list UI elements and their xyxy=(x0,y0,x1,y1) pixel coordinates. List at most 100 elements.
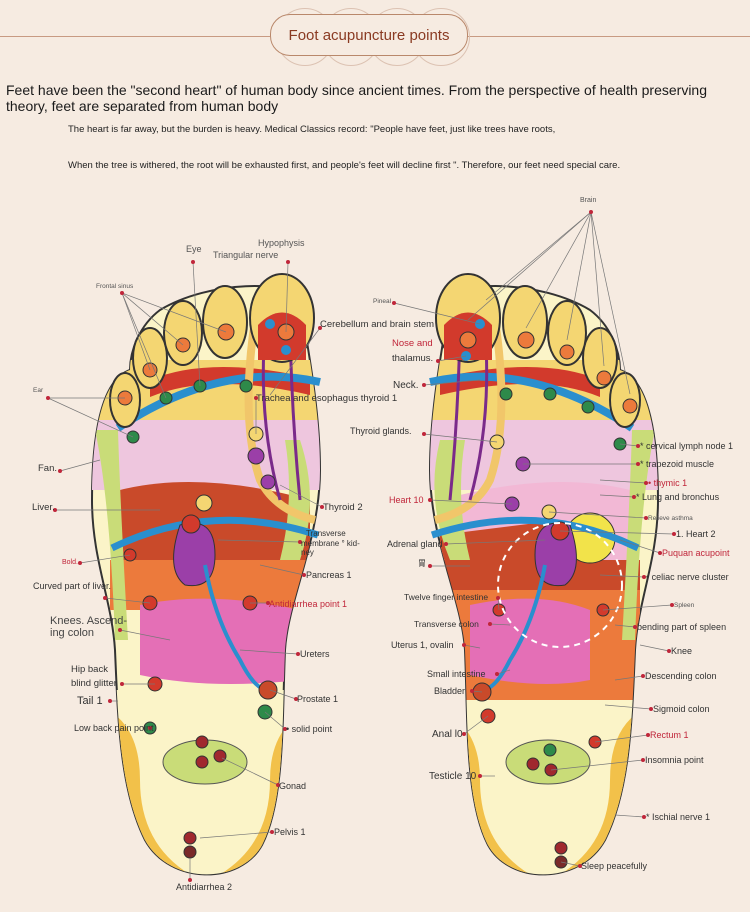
label-marker-dot xyxy=(428,564,432,568)
leader-line xyxy=(192,261,201,387)
left-foot-label: Tail 1 xyxy=(77,695,103,707)
left-point-gonad-1 xyxy=(195,735,209,749)
right-foot-label: Nose and xyxy=(392,338,433,349)
left-foot-label: Trachea and esophagus thyroid 1 xyxy=(256,393,397,404)
right-foot-label: Anal l0 xyxy=(432,729,463,740)
leader-line xyxy=(239,649,299,655)
label-marker-dot xyxy=(462,643,466,647)
right-foot-label: thalamus. xyxy=(392,353,433,364)
left-shoulder-band xyxy=(115,372,321,432)
left-foot-label: ney xyxy=(301,548,314,557)
leader-line xyxy=(259,564,305,576)
label-marker-dot xyxy=(444,542,448,546)
label-marker-dot xyxy=(103,596,107,600)
label-marker-dot xyxy=(266,601,270,605)
left-point-gonad-2 xyxy=(213,749,227,763)
label-marker-dot xyxy=(636,462,640,466)
label-marker-dot xyxy=(462,732,466,736)
left-point-transverse xyxy=(181,514,201,534)
label-marker-dot xyxy=(270,830,274,834)
label-marker-dot xyxy=(188,878,192,882)
left-foot-label: Frontal sinus xyxy=(96,283,134,290)
right-foot-label: 1. Heart 2 xyxy=(676,529,716,539)
left-foot-label: ing colon xyxy=(50,627,94,639)
right-foot-label: • celiac nerve cluster xyxy=(646,572,729,582)
label-marker-dot xyxy=(283,727,287,731)
label-marker-dot xyxy=(254,396,258,400)
label-marker-dot xyxy=(642,575,646,579)
label-marker-dot xyxy=(320,505,324,509)
right-foot-label: * cervical lymph node 1 xyxy=(640,441,733,451)
leader-line xyxy=(599,574,645,578)
leader-line xyxy=(47,397,134,438)
leader-line xyxy=(119,629,171,641)
left-point-liver xyxy=(195,494,213,512)
leader-line xyxy=(599,479,647,484)
right-point-neck xyxy=(499,387,513,401)
label-marker-dot xyxy=(46,396,50,400)
left-foot-label: Gonad xyxy=(279,781,306,791)
leader-line xyxy=(594,734,649,743)
right-foot-label: Twelve finger intestine xyxy=(404,592,488,602)
right-foot-label: Puquan acupoint xyxy=(662,548,730,558)
label-marker-dot xyxy=(658,551,662,555)
right-shoulder-band xyxy=(429,372,635,432)
right-foot-label: Brain xyxy=(580,197,596,204)
right-foot xyxy=(428,273,660,876)
right-foot-label: Sigmoid colon xyxy=(653,704,710,714)
left-foot-label: Antidiarrhea 2 xyxy=(176,882,232,892)
leader-line xyxy=(559,530,675,535)
right-foot-label: • thymic 1 xyxy=(648,478,687,488)
left-foot-label: Triangular nerve xyxy=(213,250,278,260)
label-marker-dot xyxy=(667,649,671,653)
leader-line xyxy=(525,211,592,329)
right-foot-label: Testicle 10 xyxy=(429,771,477,782)
label-marker-dot xyxy=(191,260,195,264)
label-marker-dot xyxy=(276,783,280,787)
left-foot-label: Ureters xyxy=(300,649,330,659)
left-toe-3 xyxy=(163,300,203,366)
leader-line xyxy=(463,644,481,649)
leader-line xyxy=(550,759,644,771)
right-foot-label: 胃 xyxy=(418,559,426,568)
header-line-left xyxy=(0,36,270,37)
leader-line xyxy=(285,261,289,333)
leader-line xyxy=(393,302,481,325)
label-marker-dot xyxy=(436,359,440,363)
left-point-cerebellum xyxy=(265,319,275,329)
left-point-brain xyxy=(281,345,291,355)
right-point-insomnia-2 xyxy=(526,757,540,771)
leader-line xyxy=(604,704,652,710)
label-marker-dot xyxy=(495,672,499,676)
label-marker-dot xyxy=(644,516,648,520)
right-foot-label: * Lung and bronchus xyxy=(636,492,720,502)
label-marker-dot xyxy=(120,291,124,295)
leader-line xyxy=(463,715,489,735)
leader-line xyxy=(602,604,673,611)
leader-line xyxy=(619,539,661,554)
left-foot-label: Thyroid 2 xyxy=(323,502,363,513)
leader-line xyxy=(79,554,131,564)
left-point-esophagus xyxy=(247,447,265,465)
left-point-gonad-3 xyxy=(195,755,209,769)
left-foot-label: Low back pain point xyxy=(74,723,154,733)
right-thyroid-band xyxy=(433,319,506,524)
left-point-heel xyxy=(183,845,197,859)
right-foot-label: Insomnia point xyxy=(645,755,704,765)
leader-line xyxy=(445,539,546,545)
leader-line xyxy=(59,459,101,472)
label-marker-dot xyxy=(108,699,112,703)
left-foot-label: Hip back xyxy=(71,664,108,675)
leader-line xyxy=(199,831,273,839)
right-point-brain-2 xyxy=(517,331,535,349)
leader-line xyxy=(614,675,644,681)
left-point-triangular xyxy=(239,379,253,393)
label-marker-dot xyxy=(641,758,645,762)
label-marker-dot xyxy=(633,625,637,629)
leader-line xyxy=(485,211,592,301)
leader-line xyxy=(217,539,301,543)
right-celiac-dashed-ring xyxy=(497,522,623,648)
right-foot-label: Pineal xyxy=(373,298,392,305)
